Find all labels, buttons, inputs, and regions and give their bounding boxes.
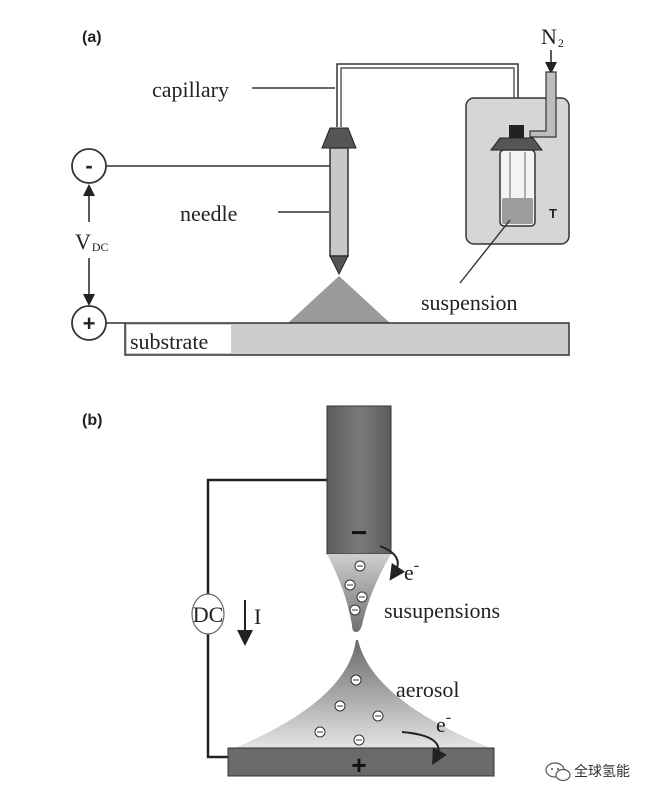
vial bbox=[490, 125, 543, 227]
electron-bottom-label: e- bbox=[436, 709, 451, 737]
capillary-tube bbox=[336, 63, 519, 127]
particle bbox=[354, 560, 366, 572]
particle bbox=[349, 604, 361, 616]
aerosol-label: aerosol bbox=[396, 677, 460, 702]
panel-a-label: (a) bbox=[82, 29, 102, 46]
n2-label: N2 bbox=[541, 24, 564, 50]
spray-cone bbox=[288, 276, 390, 323]
suspension-leader bbox=[459, 219, 511, 284]
substrate-label: substrate bbox=[130, 329, 208, 354]
suspension-label: suspension bbox=[421, 290, 518, 315]
charged-particles bbox=[314, 560, 384, 746]
watermark: 全球氢能 bbox=[545, 762, 630, 782]
bottom-electrode bbox=[227, 747, 495, 777]
particle bbox=[344, 579, 356, 591]
watermark-text: 全球氢能 bbox=[574, 763, 630, 780]
n2-tube bbox=[529, 71, 557, 138]
needle bbox=[321, 127, 357, 276]
panel-b-label: (b) bbox=[82, 412, 102, 429]
electron-arrow-top bbox=[379, 545, 406, 581]
svg-text:+: + bbox=[83, 311, 96, 336]
capillary-label: capillary bbox=[152, 77, 229, 102]
electron-arrow-bottom bbox=[401, 731, 447, 766]
dc-source bbox=[191, 593, 225, 635]
particle bbox=[314, 726, 326, 738]
aerosol-plume bbox=[235, 640, 490, 748]
svg-text:-: - bbox=[85, 153, 92, 178]
current-label: I bbox=[254, 604, 261, 629]
particle bbox=[350, 674, 362, 686]
particle bbox=[334, 700, 346, 712]
particle bbox=[356, 591, 368, 603]
wechat-icon bbox=[545, 762, 571, 782]
top-electrode-minus: − bbox=[351, 517, 367, 548]
vdc-label: VDC bbox=[75, 229, 109, 254]
susupensions-label: susupensions bbox=[384, 598, 500, 623]
particle bbox=[372, 710, 384, 722]
top-electrode bbox=[326, 405, 392, 555]
panel-b: (b) − + e- susupensions bbox=[82, 405, 500, 780]
panel-a: (a) capillary needle substrate - + bbox=[71, 24, 570, 356]
bottom-electrode-plus: + bbox=[351, 750, 366, 780]
dc-label: DC bbox=[193, 602, 224, 627]
needle-label: needle bbox=[180, 201, 237, 226]
electron-top-label: e- bbox=[404, 557, 419, 585]
temperature-label: T bbox=[549, 206, 557, 221]
particle bbox=[353, 734, 365, 746]
